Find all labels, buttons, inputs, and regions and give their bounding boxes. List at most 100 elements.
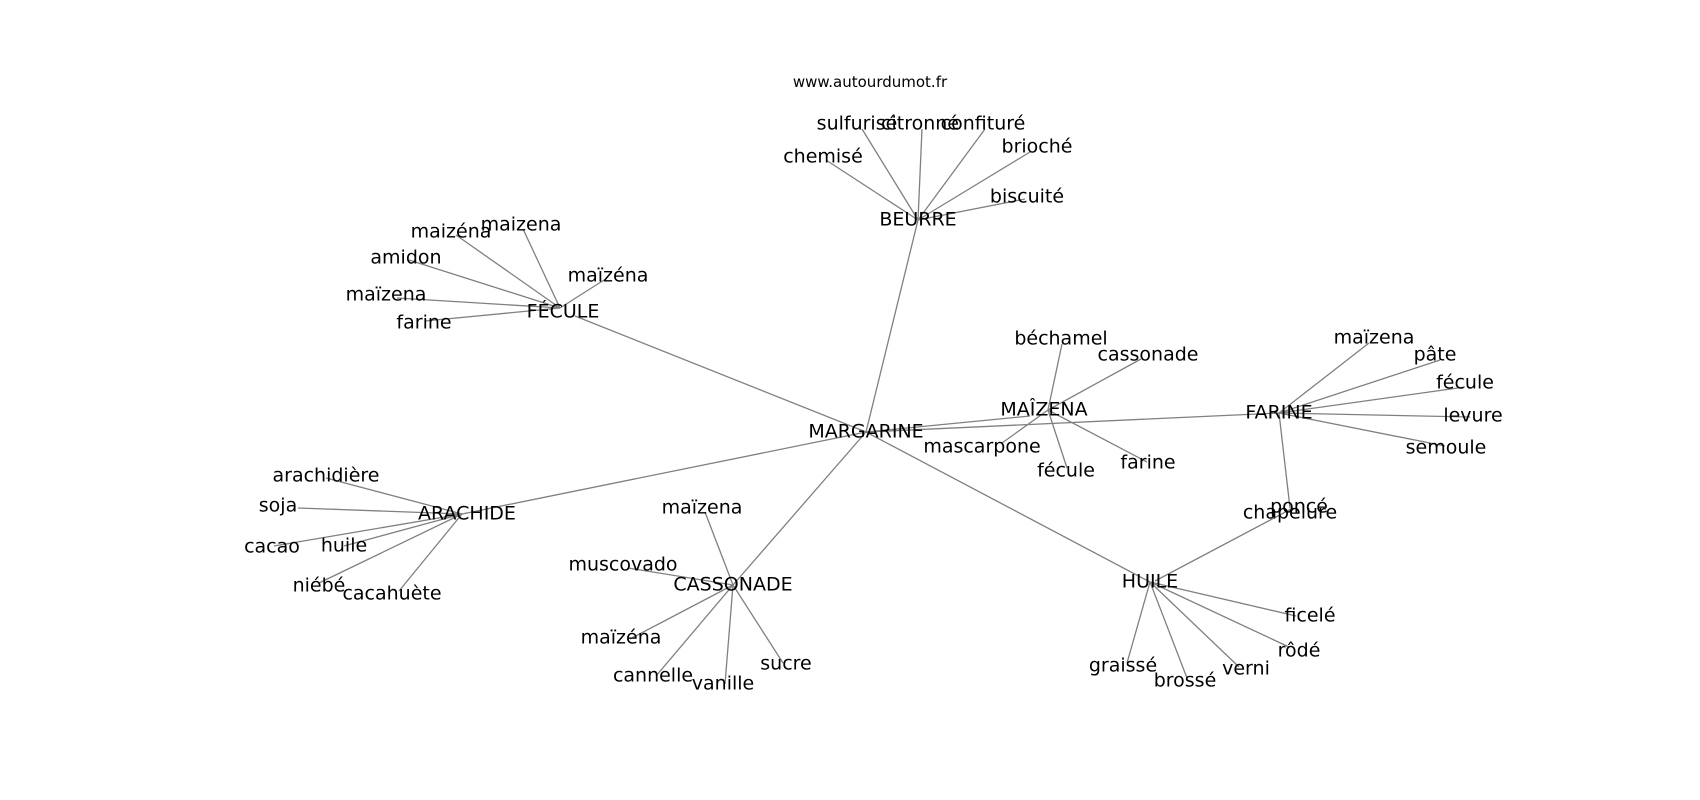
leaf-label: ficelé xyxy=(1284,605,1335,627)
graph-edge xyxy=(522,228,561,309)
leaf-label: farine xyxy=(396,312,451,334)
leaf-label: muscovado xyxy=(568,554,677,576)
leaf-label: maïzena xyxy=(1334,327,1415,349)
leaf-label: biscuité xyxy=(990,186,1064,208)
leaf-label: vanille xyxy=(692,673,754,695)
leaf-label: poncé xyxy=(1270,496,1328,518)
graph-edge xyxy=(629,584,734,640)
graph-edge xyxy=(1278,359,1441,414)
leaf-label: fécule xyxy=(1037,460,1095,482)
graph-edge xyxy=(865,431,1151,583)
leaf-label: maïzena xyxy=(662,497,743,519)
leaf-label: maizena xyxy=(481,214,562,236)
graph-edge xyxy=(559,279,605,309)
graph-edge xyxy=(396,297,561,309)
graph-edge xyxy=(825,159,919,221)
graph-edge xyxy=(1149,581,1290,648)
graph-edge xyxy=(398,513,463,592)
graph-edge xyxy=(408,259,561,309)
graph-edge xyxy=(1278,386,1466,414)
hub-label-beurre: BEURRE xyxy=(879,209,956,231)
graph-edge xyxy=(917,128,986,221)
leaf-label: niébé xyxy=(293,575,346,597)
graph-edge xyxy=(1278,342,1370,414)
graph-edge xyxy=(724,584,734,685)
leaf-label: citronné xyxy=(881,113,959,135)
leaf-label: fécule xyxy=(1436,372,1494,394)
leaf-label: brossé xyxy=(1154,670,1217,692)
leaf-label: rôdé xyxy=(1278,640,1321,662)
graph-edge xyxy=(574,315,867,433)
leaf-label: maizéna xyxy=(411,221,492,243)
leaf-label: cacahuète xyxy=(342,583,441,605)
graph-edge xyxy=(861,128,919,221)
graph-edge xyxy=(273,513,463,547)
graph-edge xyxy=(1047,409,1148,463)
graph-edge xyxy=(732,584,784,664)
graph-edge xyxy=(1154,507,1294,582)
leaf-label: levure xyxy=(1443,405,1502,427)
leaf-label: maïzena xyxy=(346,284,427,306)
graph-edge xyxy=(1278,412,1446,447)
graph-edge xyxy=(424,307,561,322)
leaf-label: semoule xyxy=(1406,437,1487,459)
graph-edge xyxy=(461,431,867,515)
graph-edge xyxy=(1278,412,1291,509)
graph-edge xyxy=(297,507,463,515)
hub-label-arachide: ARACHIDE xyxy=(418,503,516,525)
leaf-label: verni xyxy=(1222,658,1270,680)
graph-edges xyxy=(273,128,1471,685)
leaf-label: brioché xyxy=(1002,136,1073,158)
leaf-label: cassonade xyxy=(1098,344,1199,366)
leaf-label: confituré xyxy=(941,113,1026,135)
graph-edge xyxy=(704,511,734,586)
leaf-label: maïzéna xyxy=(581,627,662,649)
hub-label-cassonade: CASSONADE xyxy=(673,574,792,596)
graph-edge xyxy=(732,431,867,586)
graph-edge xyxy=(865,219,919,433)
leaf-label: pâte xyxy=(1414,344,1457,366)
hub-label-maizena: MAÎZENA xyxy=(1000,398,1087,421)
leaf-label: amidon xyxy=(370,247,441,269)
watermark: www.autourdumot.fr xyxy=(793,73,948,91)
graph-edge xyxy=(318,513,463,584)
leaf-label: soja xyxy=(259,495,297,517)
graph-edge xyxy=(1047,343,1063,411)
hub-label-farine: FARINE xyxy=(1245,402,1312,424)
graph-edge xyxy=(1001,409,1049,444)
graph-edge xyxy=(1047,358,1142,411)
leaf-label: cannelle xyxy=(613,665,693,687)
graph-edge xyxy=(917,151,1031,221)
graph-edge xyxy=(655,584,734,677)
leaf-label: chemisé xyxy=(783,146,863,168)
leaf-label: béchamel xyxy=(1014,328,1107,350)
graph-edge xyxy=(1149,581,1240,668)
leaf-label: maïzéna xyxy=(568,265,649,287)
center-node-label: MARGARINE xyxy=(808,421,923,443)
graph-edge xyxy=(627,567,734,586)
graph-edge xyxy=(1126,581,1151,664)
leaf-label: sucre xyxy=(760,653,811,675)
hub-label-fecule: FÉCULE xyxy=(527,300,600,323)
leaf-label: chapelure xyxy=(1243,502,1337,524)
graph-labels: MARGARINE BEURRE sulfurisé citronné conf… xyxy=(244,113,1503,695)
graph-edge xyxy=(1149,581,1188,679)
graph-edge xyxy=(1047,409,1068,469)
graph-edge xyxy=(1278,412,1471,418)
leaf-label: farine xyxy=(1120,452,1175,474)
graph-edge xyxy=(865,415,1031,433)
leaf-label: arachidière xyxy=(273,465,380,487)
leaf-label: cacao xyxy=(244,536,300,558)
graph-edge xyxy=(343,513,463,547)
graph-edge xyxy=(455,234,561,309)
graph-edge xyxy=(325,477,463,515)
graph-edge xyxy=(1149,581,1297,617)
graph-edge xyxy=(917,198,1026,221)
leaf-label: huile xyxy=(321,535,367,557)
hub-label-huile: HUILE xyxy=(1122,571,1178,593)
leaf-label: graissé xyxy=(1089,655,1157,677)
leaf-label: sulfurisé xyxy=(817,113,898,135)
leaf-label: mascarpone xyxy=(923,436,1040,458)
graph-edge xyxy=(917,128,923,221)
